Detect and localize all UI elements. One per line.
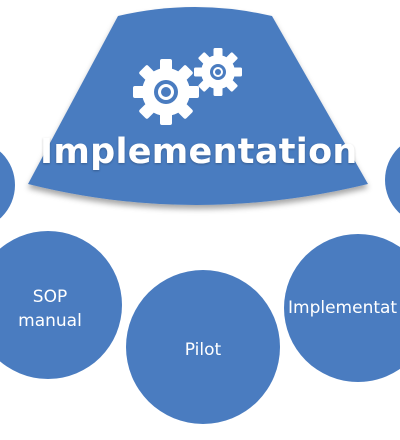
step-circle-implementation — [284, 234, 400, 382]
step-label-line1: SOP — [32, 287, 68, 307]
step-label-line2: manual — [18, 311, 82, 331]
step-label-pilot: Pilot — [184, 340, 222, 360]
gears-icon — [133, 48, 242, 125]
step-circle-pilot — [126, 270, 280, 424]
step-label-implementation: Implementat — [288, 298, 398, 318]
left-edge-circle — [0, 151, 15, 219]
diagram-title: Implementation — [40, 132, 358, 172]
implementation-banner — [28, 7, 368, 205]
step-circle-sop — [0, 231, 122, 379]
step-label-sop: SOP manual — [0, 285, 100, 333]
right-edge-circle — [385, 146, 400, 214]
